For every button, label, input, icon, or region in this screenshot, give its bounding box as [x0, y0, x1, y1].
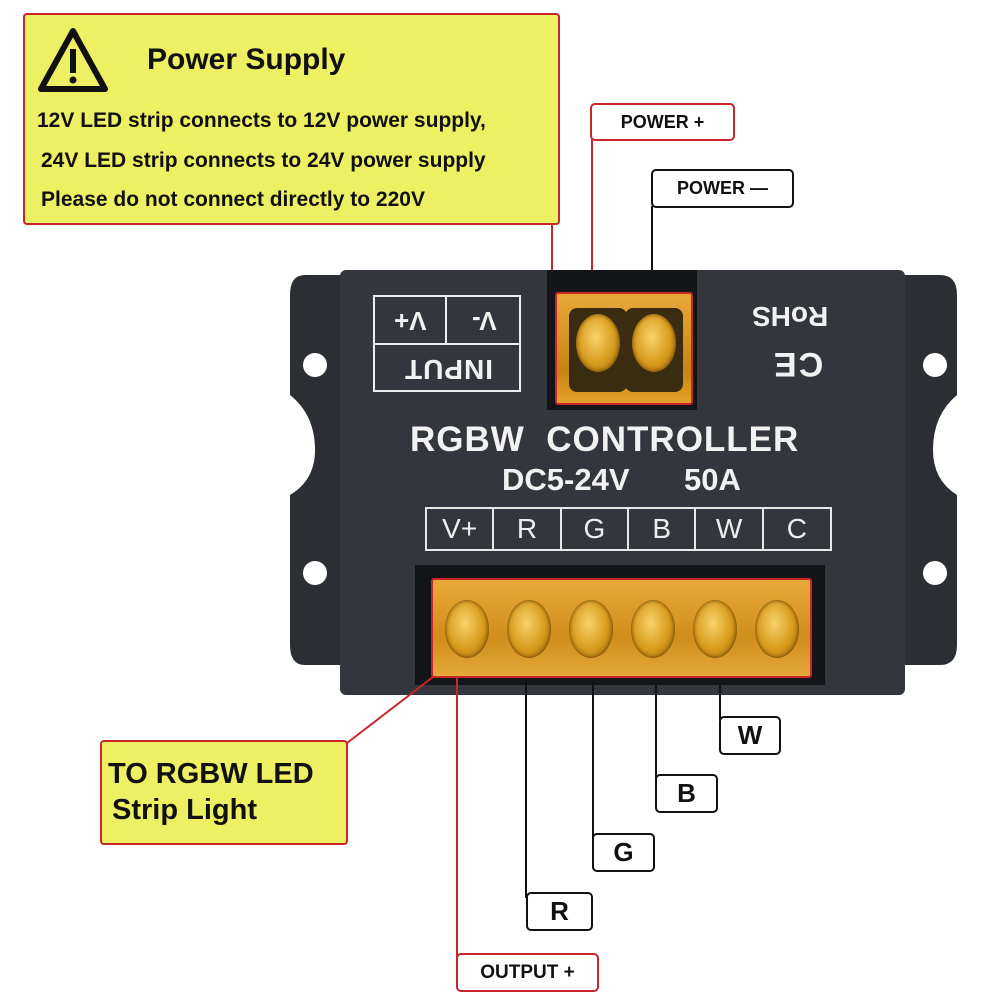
strip-callout-line-1: TO RGBW LED — [108, 758, 314, 790]
r-output-label: R — [526, 892, 593, 931]
input-marking-box: V+ V- INPUT — [373, 295, 521, 392]
warning-title: Power Supply — [147, 43, 346, 76]
output-plus-text: OUTPUT + — [480, 961, 575, 983]
warning-line-2: 24V LED strip connects to 24V power supp… — [41, 149, 486, 172]
power-plus-label: POWER + — [590, 103, 735, 141]
b-output-label: B — [655, 774, 718, 813]
power-minus-connector-line — [651, 206, 653, 296]
warning-line-3: Please do not connect directly to 220V — [41, 188, 425, 211]
w-output-text: W — [737, 720, 763, 750]
device-spec-voltage: DC5-24V — [502, 462, 630, 497]
power-screw-negative-icon — [632, 314, 676, 372]
g-output-label: G — [592, 833, 655, 872]
warning-triangle-icon — [38, 28, 108, 92]
rgbw-strip-callout: TO RGBW LED Strip Light — [100, 740, 348, 845]
g-output-text: G — [613, 837, 634, 867]
terminal-label-b: B — [629, 509, 697, 549]
strip-callout-line-2: Strip Light — [112, 794, 257, 826]
power-screw-positive-icon — [576, 314, 620, 372]
output-screw-r-icon — [507, 600, 551, 658]
output-screw-w-icon — [693, 600, 737, 658]
r-output-text: R — [550, 896, 569, 926]
power-supply-warning-box: Power Supply 12V LED strip connects to 1… — [23, 13, 560, 225]
terminal-label-r: R — [494, 509, 562, 549]
device-spec-current: 50A — [684, 462, 741, 497]
left-mounting-flange — [290, 275, 345, 665]
power-terminal-block — [555, 292, 693, 405]
power-plus-text: POWER + — [620, 111, 705, 132]
mount-hole-bottom-right — [923, 561, 947, 585]
output-screw-v-plus-icon — [445, 600, 489, 658]
mount-hole-bottom-left — [303, 561, 327, 585]
warning-line-1: 12V LED strip connects to 12V power supp… — [37, 109, 486, 132]
input-v-minus-cell: V- — [447, 297, 521, 345]
warning-connector-line — [551, 223, 553, 293]
mount-hole-top-left — [303, 353, 327, 377]
power-minus-label: POWER — — [651, 169, 794, 208]
power-minus-text: POWER — — [676, 178, 768, 198]
output-screw-c-icon — [755, 600, 799, 658]
terminal-label-v-plus: V+ — [427, 509, 495, 549]
terminal-label-w: W — [696, 509, 764, 549]
mount-hole-top-right — [923, 353, 947, 377]
output-terminal-block — [431, 578, 812, 678]
power-plus-connector-line — [591, 138, 593, 296]
w-output-label: W — [719, 716, 781, 755]
device-title: RGBW CONTROLLER — [410, 420, 800, 459]
output-plus-label: OUTPUT + — [456, 953, 599, 992]
b-output-text: B — [677, 778, 696, 808]
output-screw-b-icon — [631, 600, 675, 658]
output-screw-g-icon — [569, 600, 613, 658]
strip-callout-connector-line — [346, 676, 434, 744]
output-terminal-label-strip: V+ R G B W C — [425, 507, 832, 551]
terminal-label-g: G — [562, 509, 630, 549]
input-v-plus-cell: V+ — [375, 297, 447, 345]
terminal-label-c: C — [786, 513, 807, 544]
